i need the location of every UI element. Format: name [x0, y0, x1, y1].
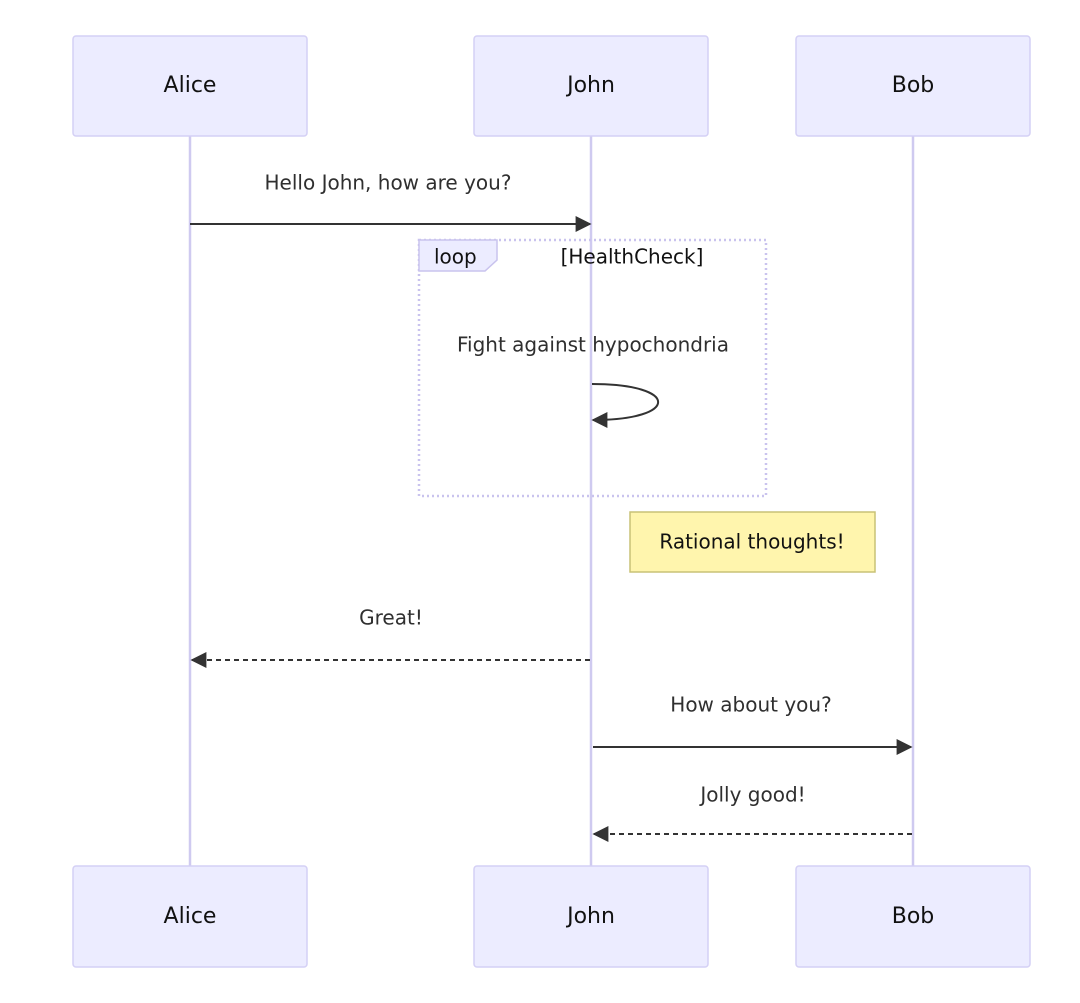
message-how-about-label: How about you?: [670, 693, 831, 717]
loop-condition: [HealthCheck]: [561, 245, 704, 269]
loop-tab: [418, 239, 498, 272]
message-hello-label: Hello John, how are you?: [265, 171, 512, 195]
actor-alice-bottom: Alice: [72, 865, 308, 968]
actor-alice-label: Alice: [164, 73, 217, 98]
actor-bob-bottom-label: Bob: [892, 904, 935, 929]
actor-bob-bottom: Bob: [795, 865, 1031, 968]
loop-keyword: loop: [434, 245, 477, 269]
actor-alice-bottom-label: Alice: [164, 904, 217, 929]
message-self-arrow: [591, 383, 659, 428]
actor-bob-label: Bob: [892, 73, 935, 98]
note: Rational thoughts!: [629, 511, 876, 573]
actor-john-bottom-label: John: [565, 904, 615, 929]
message-self-label: Fight against hypochondria: [457, 333, 729, 357]
message-jolly-label: Jolly good!: [698, 783, 805, 807]
actor-alice-top: Alice: [72, 35, 308, 137]
actor-john-bottom: John: [473, 865, 709, 968]
actor-john-top: John: [473, 35, 709, 137]
message-great-label: Great!: [359, 606, 423, 630]
note-text: Rational thoughts!: [659, 530, 844, 554]
actor-john-label: John: [565, 73, 615, 98]
actor-bob-top: Bob: [795, 35, 1031, 137]
loop-frame: loop [HealthCheck]: [417, 238, 768, 498]
